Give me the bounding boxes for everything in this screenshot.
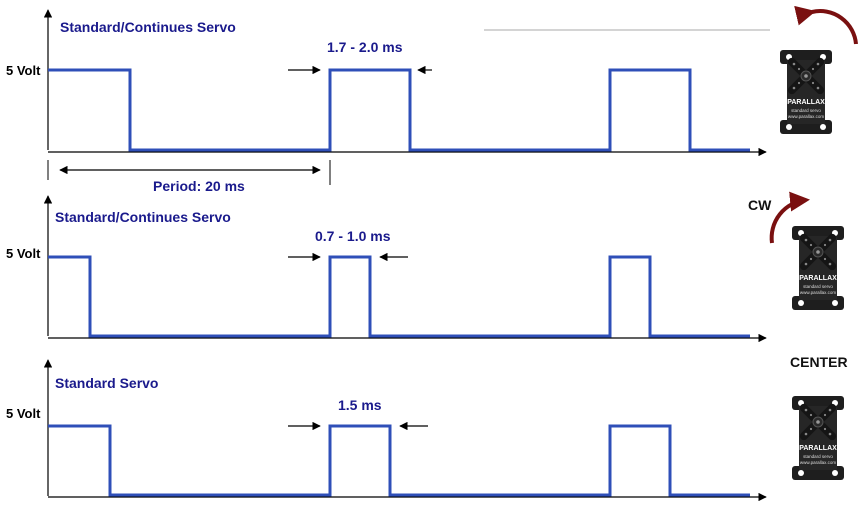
- servo-brand: PARALLAX: [787, 99, 825, 106]
- servo-model: standard servo: [803, 454, 833, 459]
- panel-title: Standard/Continues Servo: [55, 209, 231, 225]
- servo-icon-2: PARALLAX standard servo www.parallax.com: [791, 225, 845, 311]
- servo-brand: PARALLAX: [799, 275, 837, 282]
- servo-url: www.parallax.com: [800, 460, 837, 465]
- panel-2: Standard/Continues Servo 5 Volt 0.7 - 1.…: [6, 191, 845, 343]
- voltage-label: 5 Volt: [6, 63, 41, 78]
- rotation-arrow-ccw-icon: [794, 5, 858, 45]
- servo-url: www.parallax.com: [800, 290, 837, 295]
- servo-url: www.parallax.com: [788, 114, 825, 119]
- panel-title: Standard/Continues Servo: [60, 19, 236, 35]
- servo-icon-1: PARALLAX standard servo www.parallax.com: [779, 49, 833, 135]
- pulse-width-label: 0.7 - 1.0 ms: [315, 228, 391, 244]
- servo-direction-label: CW: [748, 197, 772, 213]
- panel-1: Standard/Continues Servo 5 Volt 1.7 - 2.…: [6, 5, 858, 194]
- pulse-width-label: 1.5 ms: [338, 397, 382, 413]
- servo-brand: PARALLAX: [799, 445, 837, 452]
- pwm-signal: [48, 255, 750, 338]
- rotation-arrow-cw-icon: [769, 191, 810, 244]
- pwm-signal: [48, 68, 750, 152]
- pwm-signal: [48, 424, 750, 497]
- servo-model: standard servo: [803, 284, 833, 289]
- panel-3: Standard Servo 5 Volt 1.5 ms CENTER PARA…: [6, 354, 848, 502]
- panel-title: Standard Servo: [55, 375, 158, 391]
- servo-icon-3: PARALLAX standard servo www.parallax.com: [791, 395, 845, 481]
- servo-model: standard servo: [791, 108, 821, 113]
- pulse-width-label: 1.7 - 2.0 ms: [327, 39, 403, 55]
- servo-direction-label: CENTER: [790, 354, 848, 370]
- voltage-label: 5 Volt: [6, 406, 41, 421]
- period-label: Period: 20 ms: [153, 178, 245, 194]
- voltage-label: 5 Volt: [6, 246, 41, 261]
